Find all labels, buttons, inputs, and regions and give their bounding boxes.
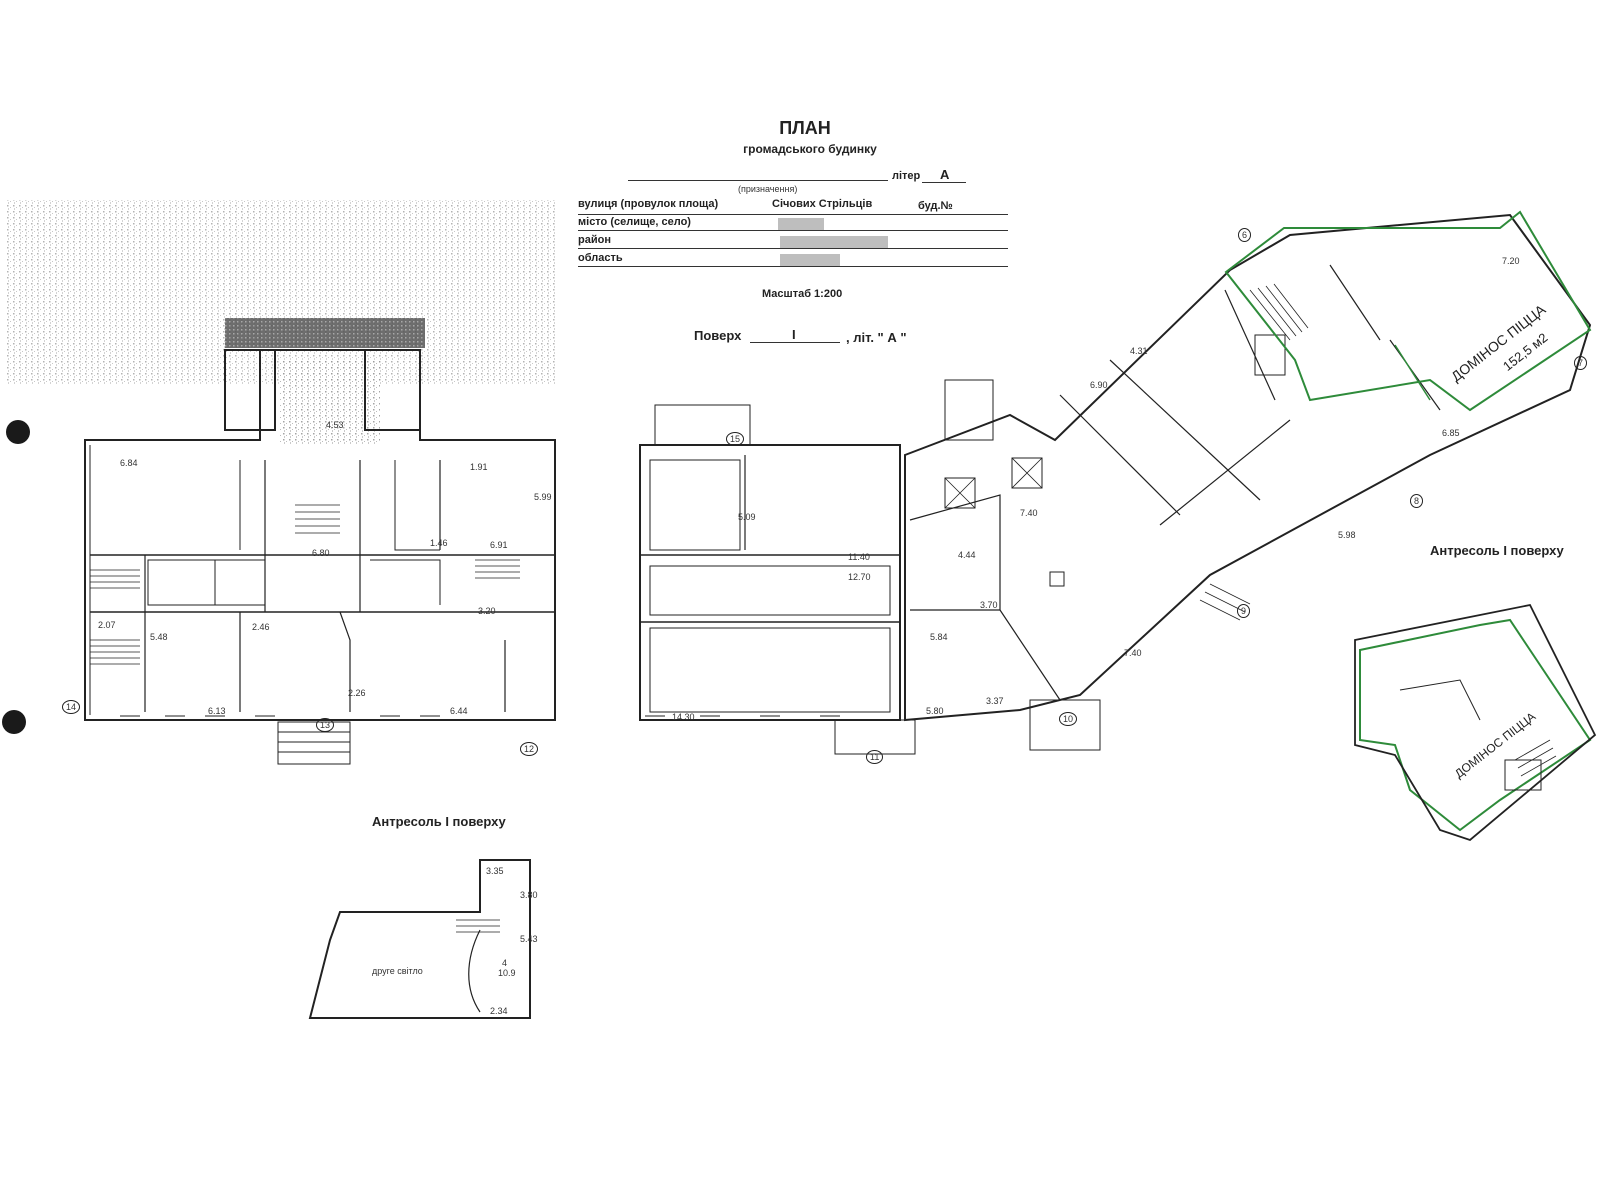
axis-marker-7: 7: [1574, 356, 1588, 370]
street-line: [578, 214, 1008, 215]
floor-label: Поверх: [694, 328, 742, 343]
liter-label: літер: [892, 170, 921, 182]
axis-marker-13: 13: [316, 718, 335, 732]
city-redacted: [778, 218, 824, 230]
floor-line: [750, 342, 840, 343]
punch-hole-top: [6, 420, 30, 444]
region-redacted: [780, 254, 840, 266]
dimension-label: 5.99: [534, 492, 552, 502]
axis-marker-14: 14: [62, 700, 81, 714]
dimension-label: 4.53: [326, 420, 344, 430]
street-value: Січових Стрільців: [772, 198, 873, 210]
region-line: [578, 266, 1008, 267]
dimension-label: 4.44: [958, 550, 976, 560]
dimension-label: 5.09: [738, 512, 756, 522]
dimension-label: 6.84: [120, 458, 138, 468]
punch-hole-bottom: [2, 710, 26, 734]
dimension-label: 6.90: [1090, 380, 1108, 390]
dimension-label: 1.46: [430, 538, 448, 548]
region-label: область: [578, 252, 623, 264]
mezzanine-room-note: друге світло: [372, 966, 423, 976]
mezzanine-dim-2: 3.80: [520, 890, 538, 900]
scan-noise-area: [5, 200, 555, 445]
dimension-label: 5.98: [1338, 530, 1356, 540]
dimension-label: 2.07: [98, 620, 116, 630]
liter-line: [922, 182, 966, 183]
axis-marker-8: 8: [1410, 494, 1424, 508]
right-mezzanine-outline: [1354, 603, 1597, 842]
dimension-label: 12.70: [848, 572, 871, 582]
middle-building-block: [639, 404, 916, 755]
dimension-label: 6.13: [208, 706, 226, 716]
plan-title: ПЛАН: [779, 118, 831, 138]
district-label: район: [578, 234, 611, 246]
dimension-label: 6.85: [1442, 428, 1460, 438]
mezzanine-room-area: 10.9: [498, 968, 516, 978]
floor-liter: , літ. " А ": [846, 330, 907, 345]
district-line: [578, 248, 1008, 249]
mezzanine-dim-3: 5.43: [520, 934, 538, 944]
dimension-label: 7.40: [1020, 508, 1038, 518]
axis-marker-11: 11: [866, 750, 884, 764]
dimension-label: 11.40: [848, 552, 870, 562]
dimension-label: 6.91: [490, 540, 508, 550]
dimension-label: 4.31: [1130, 346, 1148, 356]
tenant-highlight: [1224, 210, 1592, 832]
axis-marker-9: 9: [1237, 604, 1251, 618]
dimension-label: 6.80: [312, 548, 330, 558]
purpose-line: [628, 180, 888, 181]
dimension-label: 5.84: [930, 632, 948, 642]
city-line: [578, 230, 1008, 231]
floor-value: І: [792, 327, 796, 342]
building-label: буд.№: [918, 200, 953, 212]
left-building-block: [84, 349, 556, 765]
axis-marker-15: 15: [726, 432, 745, 446]
dimension-label: 1.91: [470, 462, 488, 472]
dimension-label: 7.20: [1502, 256, 1520, 266]
axis-marker-10: 10: [1059, 712, 1078, 726]
mezzanine-dim-4: 2.34: [490, 1006, 508, 1016]
main-mezzanine-outline: [308, 859, 531, 1019]
mezzanine-room-number: 4: [502, 958, 508, 968]
scale-text: Масштаб 1:200: [762, 288, 843, 300]
dimension-label: 3.70: [980, 600, 998, 610]
district-redacted: [780, 236, 888, 248]
mezzanine-title-main: Антресоль І поверху: [372, 814, 506, 829]
purpose-caption: (призначення): [738, 184, 798, 194]
mezzanine-dim-1: 3.35: [486, 866, 504, 876]
axis-marker-12: 12: [520, 742, 539, 756]
dimension-label: 3.20: [478, 606, 496, 616]
plan-subtitle: громадського будинку: [743, 142, 877, 156]
dimension-label: 14.30: [672, 712, 695, 722]
dimension-label: 2.46: [252, 622, 270, 632]
liter-value: А: [940, 167, 950, 182]
dimension-label: 2.26: [348, 688, 366, 698]
dimension-label: 5.80: [926, 706, 944, 716]
mezzanine-title-right: Антресоль І поверху: [1430, 543, 1564, 558]
street-label: вулиця (провулок площа): [578, 198, 719, 210]
dimension-label: 3.37: [986, 696, 1004, 706]
dimension-label: 6.44: [450, 706, 468, 716]
axis-marker-6: 6: [1238, 228, 1252, 242]
dimension-label: 5.48: [150, 632, 168, 642]
dimension-label: 7.40: [1124, 648, 1142, 658]
city-label: місто (селище, село): [578, 216, 691, 228]
